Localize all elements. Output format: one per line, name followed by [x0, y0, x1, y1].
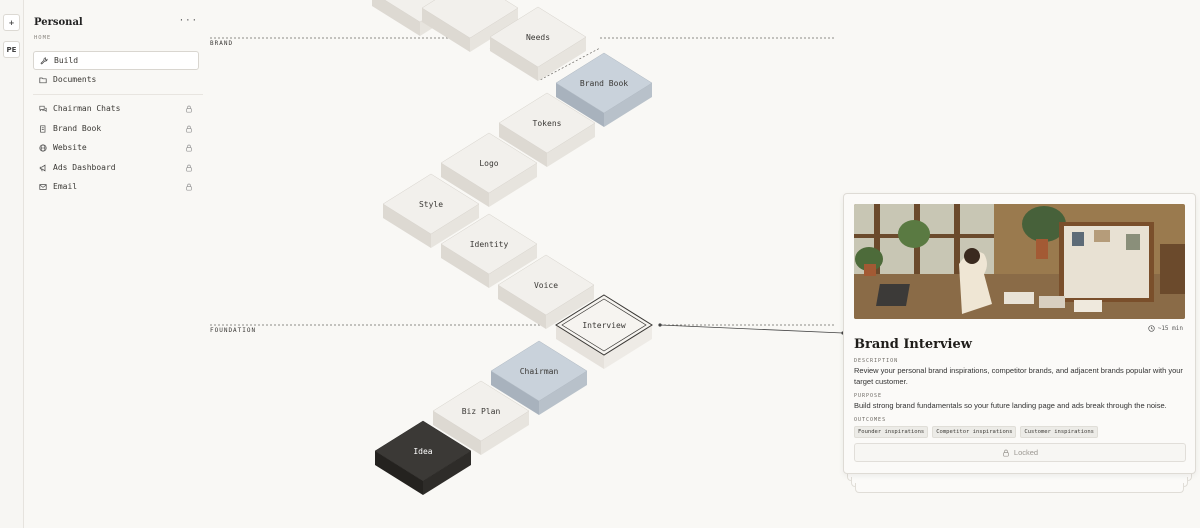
- globe-icon: [39, 143, 47, 152]
- duration-text: ~15 min: [1157, 325, 1183, 332]
- step-tile-logo[interactable]: Logo: [440, 132, 538, 207]
- sidebar-item-label: Email: [53, 182, 78, 191]
- lock-icon: [186, 125, 192, 133]
- folder-icon: [39, 77, 47, 83]
- step-label: Chairman: [520, 367, 559, 376]
- sidebar-item-email[interactable]: Email: [33, 177, 199, 196]
- sidebar-item-ads-dashboard[interactable]: Ads Dashboard: [33, 158, 199, 177]
- clock-icon: [1148, 325, 1155, 332]
- sidebar-item-brand-book[interactable]: Brand Book: [33, 119, 199, 138]
- outcome-tag: Customer inspirations: [1020, 426, 1098, 438]
- sidebar-divider: [33, 94, 203, 95]
- step-tile-idea[interactable]: Idea: [374, 420, 472, 495]
- outcome-tag: Founder inspirations: [854, 426, 929, 438]
- sidebar-item-label: Chairman Chats: [53, 104, 121, 113]
- step-label: Tokens: [533, 119, 562, 128]
- step-tile-interview[interactable]: Interview: [555, 294, 653, 369]
- sidebar-item-build[interactable]: Build: [33, 51, 199, 70]
- step-label: Identity: [470, 240, 509, 249]
- step-tile-needs[interactable]: Needs: [489, 6, 587, 81]
- wrench-icon: [40, 56, 48, 65]
- purpose-text: Build strong brand fundamentals so your …: [854, 401, 1167, 410]
- card-title: Brand Interview: [854, 337, 972, 352]
- book-icon: [40, 124, 46, 133]
- step-label: Needs: [526, 33, 550, 42]
- step-label: Brand Book: [580, 79, 628, 88]
- step-tile-chairman[interactable]: Chairman: [490, 340, 588, 415]
- interview-illustration: [854, 204, 1185, 319]
- lock-icon: [186, 183, 192, 191]
- description-label: DESCRIPTION: [854, 358, 899, 364]
- sidebar: Personal ··· HOME Build Documents Chairm…: [24, 0, 204, 528]
- step-label: Interview: [582, 321, 626, 330]
- step-label: Voice: [534, 281, 558, 290]
- lock-icon: [1003, 449, 1009, 457]
- purpose-label: PURPOSE: [854, 393, 883, 399]
- step-tile-tokens[interactable]: Tokens: [498, 92, 596, 167]
- step-label: Style: [419, 200, 443, 209]
- section-label-foundation: FOUNDATION: [210, 327, 257, 334]
- step-label: Idea: [413, 447, 432, 456]
- outcome-tag: Competitor inspirations: [932, 426, 1017, 438]
- description-text: Review your personal brand inspirations,…: [854, 366, 1183, 386]
- lock-icon: [186, 144, 192, 152]
- step-tile-voice[interactable]: Voice: [497, 254, 595, 329]
- mail-icon: [39, 183, 47, 190]
- card: ~15 min Brand Interview DESCRIPTION Revi…: [843, 193, 1196, 474]
- build-canvas: BRAND FOUNDATION: [204, 0, 1200, 528]
- chat-icon: [39, 105, 47, 112]
- outcomes-label: OUTCOMES: [854, 417, 887, 423]
- megaphone-icon: [39, 164, 46, 171]
- lock-icon: [186, 105, 192, 113]
- step-label: Logo: [479, 159, 498, 168]
- locked-label: Locked: [1013, 448, 1039, 457]
- step-label: Biz Plan: [462, 407, 501, 416]
- section-label-home: HOME: [34, 35, 52, 41]
- sidebar-item-website[interactable]: Website: [33, 138, 199, 157]
- step-tile-partial2: [421, 0, 519, 52]
- duration-label: ~15 min: [1148, 325, 1183, 332]
- sidebar-item-documents[interactable]: Documents: [33, 70, 199, 89]
- sidebar-item-chairman-chats[interactable]: Chairman Chats: [33, 99, 199, 118]
- left-rail: + PE: [0, 0, 24, 528]
- step-detail-card: ~15 min Brand Interview DESCRIPTION Revi…: [843, 193, 1196, 493]
- step-tile-identity[interactable]: Identity: [440, 213, 538, 288]
- step-tile-brand-book[interactable]: Brand Book: [555, 52, 653, 127]
- section-label-brand: BRAND: [210, 40, 234, 47]
- workspace-title[interactable]: Personal: [34, 17, 83, 28]
- locked-button[interactable]: Locked: [854, 443, 1186, 462]
- sidebar-item-label: Build: [54, 56, 79, 65]
- step-tile-style[interactable]: Style: [382, 173, 480, 248]
- avatar[interactable]: PE: [3, 41, 20, 58]
- sidebar-item-label: Ads Dashboard: [53, 163, 116, 172]
- add-button[interactable]: +: [3, 14, 20, 31]
- sidebar-item-label: Website: [53, 143, 87, 152]
- more-options-icon[interactable]: ···: [178, 16, 198, 26]
- sidebar-item-label: Brand Book: [53, 124, 102, 133]
- lock-icon: [186, 164, 192, 172]
- card-stack-layer: [855, 483, 1184, 493]
- step-tile-biz-plan[interactable]: Biz Plan: [432, 380, 530, 455]
- outcomes-list: Founder inspirations Competitor inspirat…: [854, 426, 1098, 438]
- sidebar-item-label: Documents: [53, 75, 97, 84]
